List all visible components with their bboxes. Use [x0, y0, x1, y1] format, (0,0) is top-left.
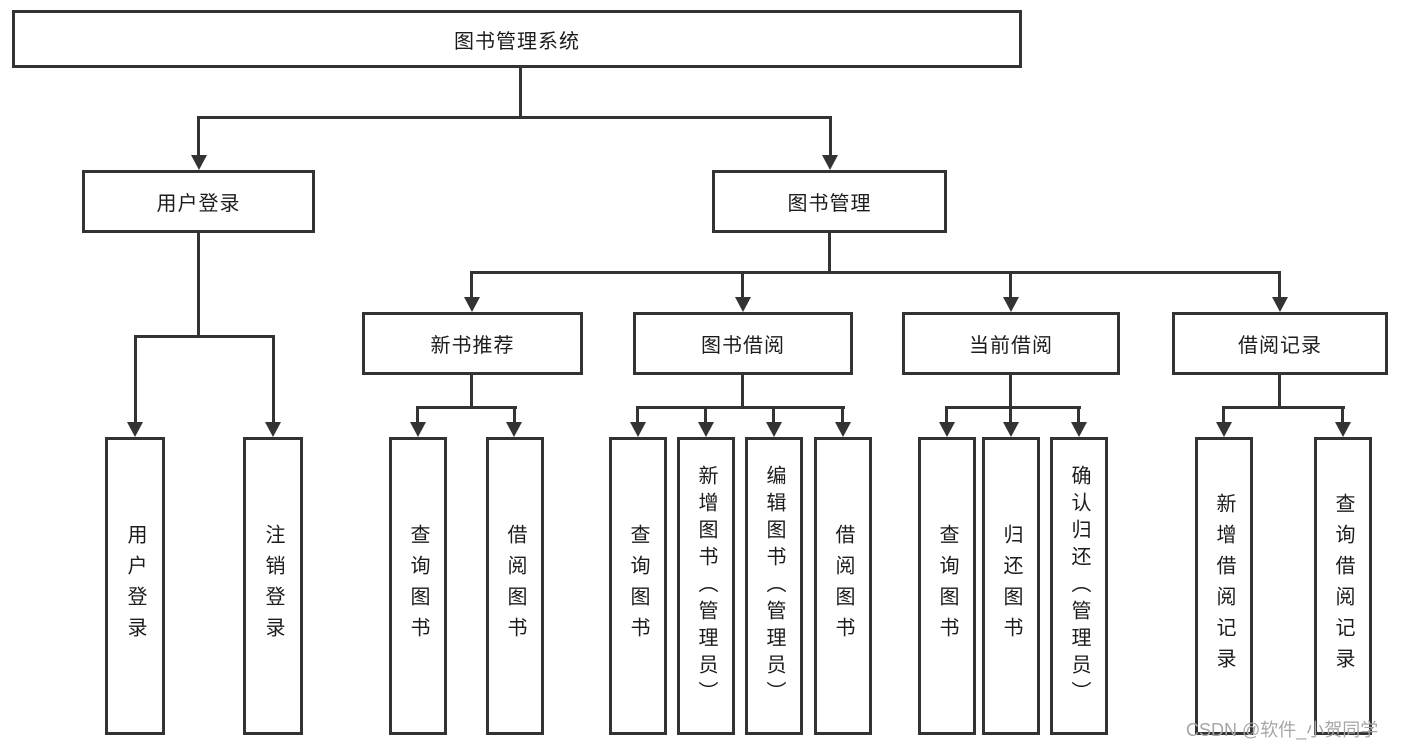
arrowhead-down-icon — [191, 155, 207, 170]
leaf-confirm-return-admin: 确认归还（管理员） — [1050, 437, 1108, 735]
connector-line — [134, 335, 275, 338]
arrowhead-down-icon — [835, 422, 851, 437]
arrowhead-down-icon — [1071, 422, 1087, 437]
arrowhead-down-icon — [939, 422, 955, 437]
arrowhead-down-icon — [1335, 422, 1351, 437]
connector-line — [772, 406, 775, 424]
leaf-borrow-books-1: 借阅图书 — [486, 437, 544, 735]
leaf-borrow-books-2: 借阅图书 — [814, 437, 872, 735]
connector-line — [1077, 406, 1080, 424]
node-root-library-system: 图书管理系统 — [12, 10, 1022, 68]
connector-line — [470, 271, 1281, 274]
leaf-return-books: 归还图书 — [982, 437, 1040, 735]
connector-line — [1009, 271, 1012, 299]
node-label: 查询图书 — [407, 524, 429, 648]
node-label: 当前借阅 — [969, 335, 1053, 357]
node-label: 用户登录 — [124, 524, 146, 648]
arrowhead-down-icon — [410, 422, 426, 437]
connector-line — [704, 406, 707, 424]
arrowhead-down-icon — [766, 422, 782, 437]
leaf-add-books-admin: 新增图书（管理员） — [677, 437, 735, 735]
connector-line — [1341, 406, 1344, 424]
arrowhead-down-icon — [127, 422, 143, 437]
leaf-query-books-2: 查询图书 — [609, 437, 667, 735]
leaf-logout: 注销登录 — [243, 437, 303, 735]
node-label: 归还图书 — [1000, 524, 1022, 648]
arrowhead-down-icon — [630, 422, 646, 437]
connector-line — [416, 406, 517, 409]
leaf-query-borrow-record: 查询借阅记录 — [1314, 437, 1372, 735]
node-label: 借阅记录 — [1238, 335, 1322, 357]
connector-line — [197, 233, 200, 337]
connector-line — [741, 375, 744, 409]
leaf-query-books-3: 查询图书 — [918, 437, 976, 735]
arrowhead-down-icon — [1272, 297, 1288, 312]
connector-line — [636, 406, 639, 424]
connector-line — [1009, 406, 1012, 424]
node-label: 注销登录 — [262, 524, 284, 648]
connector-line — [197, 116, 200, 158]
node-label: 图书管理系统 — [454, 30, 580, 53]
leaf-add-borrow-record: 新增借阅记录 — [1195, 437, 1253, 735]
arrowhead-down-icon — [1216, 422, 1232, 437]
csdn-watermark: CSDN @软件_小贺同学 — [1186, 720, 1379, 740]
connector-line — [519, 68, 522, 118]
connector-line — [470, 271, 473, 299]
arrowhead-down-icon — [265, 422, 281, 437]
leaf-query-books-1: 查询图书 — [389, 437, 447, 735]
arrowhead-down-icon — [1003, 422, 1019, 437]
connector-line — [1222, 406, 1225, 424]
connector-line — [416, 406, 419, 424]
connector-line — [470, 375, 473, 409]
node-label: 查询图书 — [627, 524, 649, 648]
node-label: 查询借阅记录 — [1332, 493, 1354, 679]
connector-line — [945, 406, 1081, 409]
arrowhead-down-icon — [698, 422, 714, 437]
connector-line — [1222, 406, 1345, 409]
connector-line — [636, 406, 845, 409]
node-user-login: 用户登录 — [82, 170, 315, 233]
connector-line — [741, 271, 744, 299]
node-current-borrowing: 当前借阅 — [902, 312, 1120, 375]
node-borrowing-records: 借阅记录 — [1172, 312, 1388, 375]
node-label: 借阅图书 — [832, 524, 854, 648]
node-new-book-recommend: 新书推荐 — [362, 312, 583, 375]
connector-line — [272, 335, 275, 423]
node-label: 借阅图书 — [504, 524, 526, 648]
node-label: 新增图书（管理员） — [695, 464, 717, 708]
node-label: 确认归还（管理员） — [1068, 464, 1090, 708]
connector-line — [1009, 375, 1012, 409]
connector-line — [828, 233, 831, 274]
connector-line — [945, 406, 948, 424]
arrowhead-down-icon — [506, 422, 522, 437]
connector-line — [829, 116, 832, 158]
node-label: 用户登录 — [156, 193, 241, 215]
node-label: 新书推荐 — [430, 335, 515, 357]
arrowhead-down-icon — [822, 155, 838, 170]
connector-line — [1278, 375, 1281, 409]
node-book-borrowing: 图书借阅 — [633, 312, 853, 375]
arrowhead-down-icon — [1003, 297, 1019, 312]
node-label: 图书管理 — [787, 193, 872, 215]
node-label: 新增借阅记录 — [1213, 493, 1235, 679]
connector-line — [841, 406, 844, 424]
leaf-edit-books-admin: 编辑图书（管理员） — [745, 437, 803, 735]
node-book-management: 图书管理 — [712, 170, 947, 233]
connector-line — [197, 116, 832, 119]
connector-line — [134, 335, 137, 423]
arrowhead-down-icon — [735, 297, 751, 312]
arrowhead-down-icon — [464, 297, 480, 312]
node-label: 图书借阅 — [701, 335, 785, 357]
connector-line — [513, 406, 516, 424]
node-label: 查询图书 — [936, 524, 958, 648]
node-label: 编辑图书（管理员） — [763, 464, 785, 708]
connector-line — [1278, 271, 1281, 299]
leaf-user-login: 用户登录 — [105, 437, 165, 735]
